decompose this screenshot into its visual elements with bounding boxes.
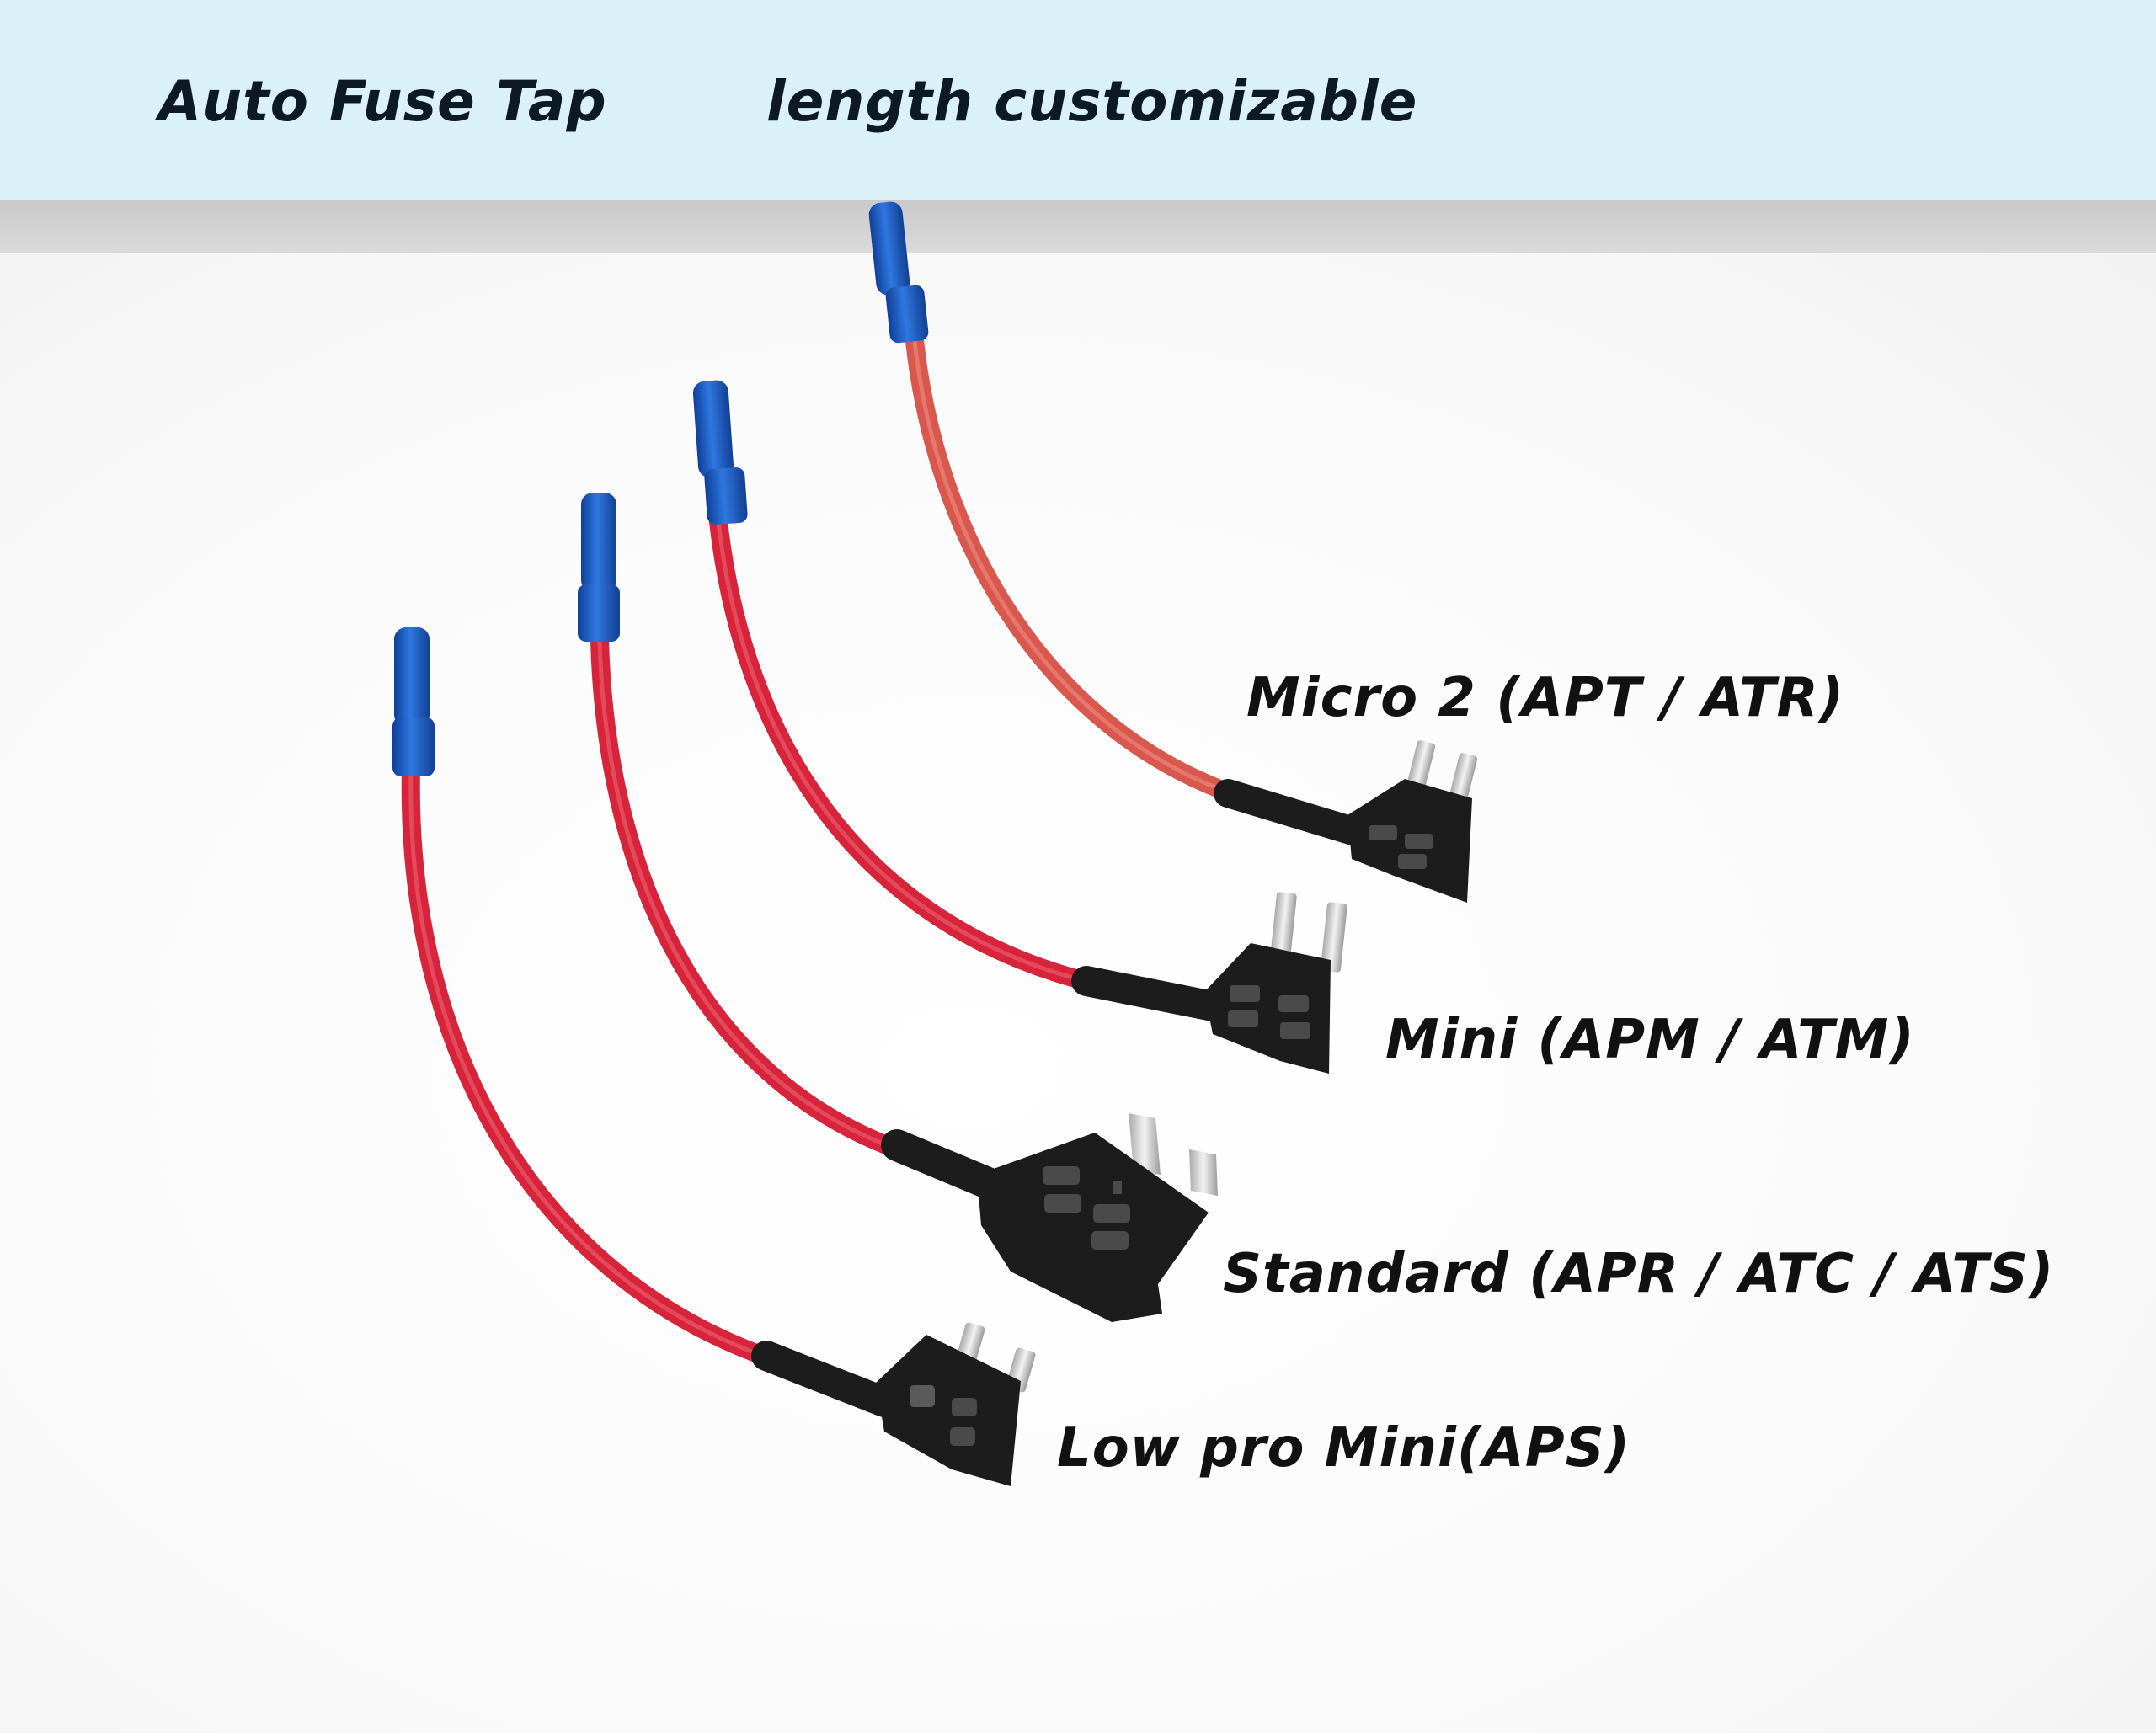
heat-shrink-low-pro-mini <box>751 1341 899 1417</box>
blue-connector-mini <box>692 380 748 525</box>
label-micro2: Micro 2 (APT / ATR) <box>1246 667 1845 729</box>
fuse-holder-micro2 <box>1348 740 1478 903</box>
blue-connector-micro2 <box>868 201 929 344</box>
wire-micro2 <box>905 323 1247 805</box>
page-subtitle: length customizable <box>766 69 1418 134</box>
label-mini: Mini (APM / ATM) <box>1385 1009 1915 1071</box>
heat-shrink-micro2 <box>1214 779 1370 846</box>
label-standard: Standard (APR / ATC / ATS) <box>1223 1243 2055 1305</box>
header-band <box>0 0 2156 200</box>
wire-low-pro-mini <box>401 757 784 1369</box>
fuse-holder-low-pro-mini <box>876 1322 1036 1486</box>
fuse-tap-low-pro-mini <box>392 627 1036 1486</box>
grey-strip <box>0 200 2156 253</box>
blue-connector-low-pro-mini <box>392 627 435 776</box>
fuse-tap-micro2 <box>868 201 1478 903</box>
blue-connector-standard <box>578 493 620 642</box>
fuse-holder-mini <box>1204 892 1348 1074</box>
wire-standard <box>590 631 919 1163</box>
fuse-tap-standard <box>578 493 1218 1322</box>
page-title: Auto Fuse Tap <box>158 69 607 134</box>
heat-shrink-mini <box>1071 966 1228 1021</box>
wire-mini <box>708 504 1104 993</box>
fuse-holder-standard <box>977 1113 1218 1322</box>
fuse-tap-mini <box>692 380 1348 1074</box>
label-low-pro-mini: Low pro Mini(APS) <box>1057 1417 1630 1480</box>
